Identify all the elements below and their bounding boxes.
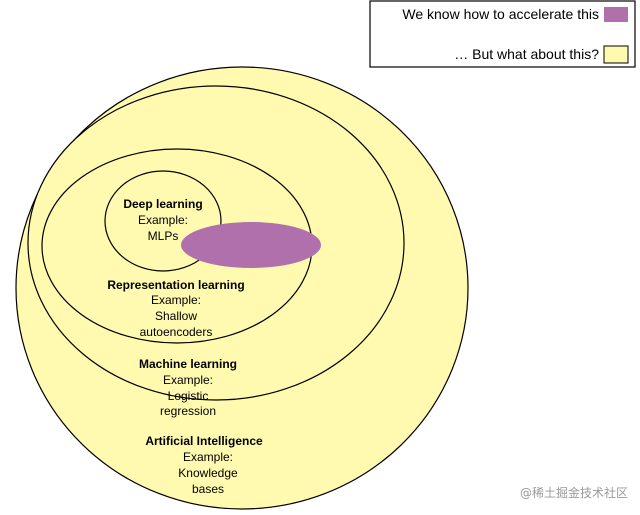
ml-title: Machine learning	[139, 357, 237, 371]
ai-example-label: Example:	[183, 450, 233, 464]
rl-title: Representation learning	[107, 278, 244, 292]
rl-example-line-2: autoencoders	[140, 325, 213, 339]
dl-example-line-1: MLPs	[148, 229, 179, 243]
legend: We know how to accelerate this … But wha…	[369, 0, 636, 68]
legend-box	[369, 0, 636, 68]
ml-example-line-2: regression	[160, 404, 216, 418]
ai-title: Artificial Intelligence	[145, 434, 263, 448]
ai-example-line-2: bases	[192, 482, 224, 496]
ai-example-line-1: Knowledge	[178, 466, 238, 480]
legend-other-label: … But what about this?	[454, 46, 599, 62]
ml-example-label: Example:	[163, 373, 213, 387]
rl-example-line-1: Shallow	[155, 309, 197, 323]
accelerated-region	[181, 222, 321, 268]
legend-other-swatch	[603, 45, 629, 64]
rl-example-label: Example:	[151, 293, 201, 307]
ml-example-line-1: Logistic	[168, 389, 209, 403]
dl-title: Deep learning	[123, 197, 202, 211]
dl-example-label: Example:	[138, 213, 188, 227]
legend-accelerate-label: We know how to accelerate this	[402, 6, 599, 22]
watermark-text: @稀土掘金技术社区	[520, 485, 628, 500]
legend-accelerate-swatch	[604, 7, 628, 22]
